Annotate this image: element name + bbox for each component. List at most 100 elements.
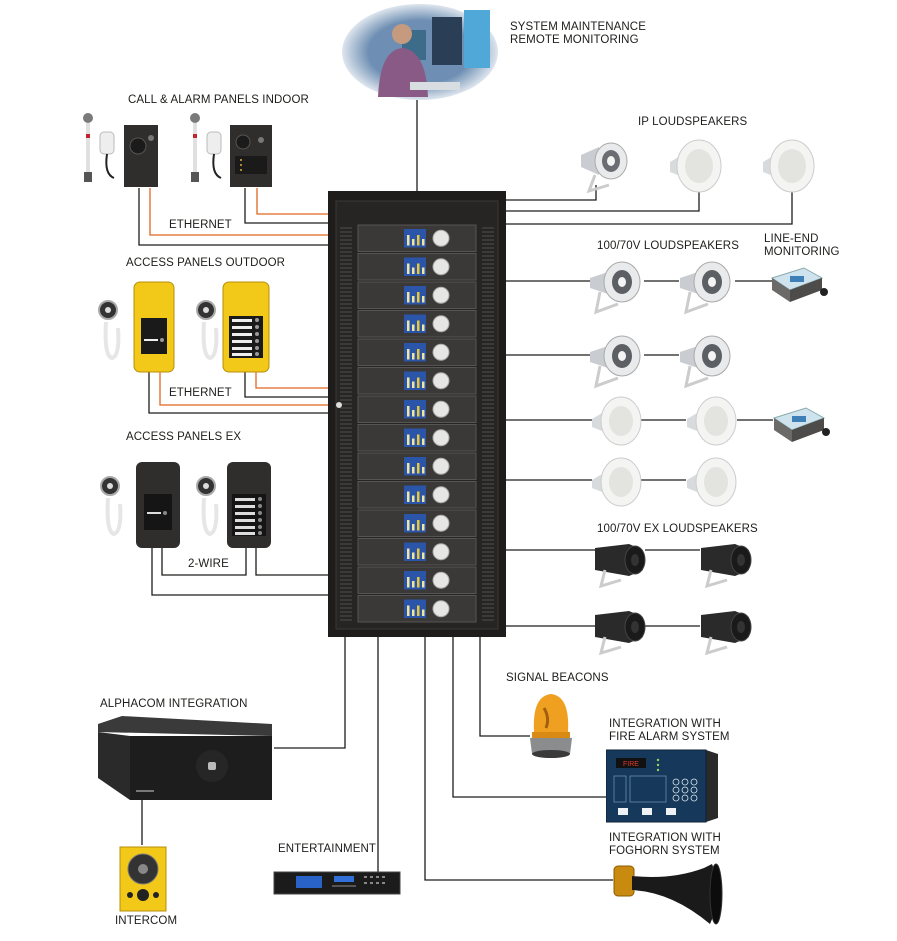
label-entertainment: ENTERTAINMENT	[278, 843, 376, 855]
volume-knob	[432, 229, 450, 247]
maintenance-operator-image	[342, 4, 498, 100]
ip-horn-speaker	[581, 142, 628, 194]
label-100-70-loudspeakers: 100/70V LOUDSPEAKERS	[597, 240, 739, 252]
call-panel-2	[190, 113, 272, 187]
ex-panel-2	[196, 462, 271, 548]
fire-alarm-panel: FIRE	[606, 749, 718, 823]
line-end-monitor-1	[770, 267, 828, 302]
label-ex-loudspeakers: 100/70V EX LOUDSPEAKERS	[597, 523, 758, 535]
label-fire-alarm: INTEGRATION WITH FIRE ALARM SYSTEM	[609, 718, 730, 744]
rack-vent	[482, 227, 494, 621]
volume-knob	[432, 543, 450, 561]
wire-beacon	[479, 636, 530, 737]
label-fire-alarm-line2: FIRE ALARM SYSTEM	[609, 731, 730, 743]
entertainment-player	[273, 871, 401, 895]
wire-ip-speaker-3	[505, 190, 793, 225]
volume-knob	[432, 315, 450, 333]
label-line-end: LINE-END MONITORING	[764, 233, 840, 259]
ex-horn-speaker	[595, 544, 646, 588]
volume-knob	[432, 457, 450, 475]
signal-beacon	[530, 694, 572, 758]
alphacom-server	[98, 716, 272, 800]
label-ethernet-2: ETHERNET	[169, 387, 232, 399]
wire-ex-panel-1	[151, 548, 330, 596]
ethernet-call-panel-1	[149, 188, 330, 236]
fire-panel-display: FIRE	[623, 761, 639, 768]
wire-outdoor-panel-2	[244, 372, 330, 398]
wire-ip-speaker-2	[505, 190, 700, 212]
wire-foghorn	[424, 636, 613, 881]
volume-knob	[432, 286, 450, 304]
rack-amplifier-unit	[357, 224, 477, 252]
rack-amplifier-unit	[357, 424, 477, 452]
label-alphacom: ALPHACOM INTEGRATION	[100, 698, 248, 710]
wire-call-panel-2	[244, 188, 330, 224]
outdoor-panel-1	[98, 281, 175, 373]
intercom-panel	[119, 846, 167, 912]
rack-amplifier-unit	[357, 367, 477, 395]
label-2-wire: 2-WIRE	[188, 558, 229, 570]
volume-knob	[432, 400, 450, 418]
rack-amplifier-unit	[357, 310, 477, 338]
ethernet-outdoor-panel-2	[255, 372, 330, 389]
label-maintenance: SYSTEM MAINTENANCE REMOTE MONITORING	[510, 21, 646, 47]
rack-amplifier-unit	[357, 395, 477, 423]
horn-speaker	[680, 261, 731, 315]
label-foghorn-line2: FOGHORN SYSTEM	[609, 845, 720, 857]
wire-entertainment	[368, 636, 379, 877]
ex-horn-speaker	[595, 611, 646, 655]
rack-cabinet	[328, 191, 506, 637]
horn-speaker	[590, 335, 641, 389]
operator-head	[392, 24, 412, 44]
monitor	[432, 17, 462, 65]
wire-call-panel-1	[138, 188, 330, 246]
ip-ceiling-speaker-1	[670, 139, 722, 193]
rack-amplifier-unit	[357, 509, 477, 537]
rack-amplifier-unit	[357, 281, 477, 309]
rack-vent	[340, 227, 352, 621]
ex-horn-speaker	[701, 611, 752, 655]
label-call-alarm: CALL & ALARM PANELS INDOOR	[128, 94, 309, 106]
wire-alphacom	[274, 636, 346, 749]
rack-amplifier-unit	[357, 338, 477, 366]
rack-amplifier-unit	[357, 481, 477, 509]
label-intercom: INTERCOM	[115, 915, 178, 927]
ip-ceiling-speaker-2	[763, 139, 815, 193]
label-foghorn-line1: INTEGRATION WITH	[609, 832, 721, 844]
ceiling-speaker	[592, 396, 642, 446]
ceiling-speaker	[687, 457, 737, 507]
volume-knob	[432, 258, 450, 276]
wire-fire-alarm	[452, 636, 609, 798]
horn-speaker	[680, 335, 731, 389]
ethernet-call-panel-2	[256, 188, 330, 215]
label-line-end-line1: LINE-END	[764, 233, 819, 245]
rack-amplifier-unit	[357, 566, 477, 594]
rack-amplifier-unit	[357, 538, 477, 566]
ceiling-speaker	[592, 457, 642, 507]
label-maintenance-line2: REMOTE MONITORING	[510, 34, 639, 46]
ethernet-outdoor-panel-1	[159, 372, 330, 406]
volume-knob	[432, 514, 450, 532]
volume-knob	[432, 343, 450, 361]
volume-knob	[432, 571, 450, 589]
foghorn	[613, 863, 723, 925]
call-panel-1	[83, 113, 158, 187]
volume-knob	[432, 429, 450, 447]
label-access-ex: ACCESS PANELS EX	[126, 431, 242, 443]
rack-amplifier-unit	[357, 253, 477, 281]
rack-amplifier-unit	[357, 595, 477, 623]
ex-horn-speaker	[701, 544, 752, 588]
label-access-outdoor: ACCESS PANELS OUTDOOR	[126, 257, 286, 269]
ex-panel-1	[100, 462, 180, 548]
label-ethernet-1: ETHERNET	[169, 219, 232, 231]
line-end-monitor-2	[772, 407, 830, 442]
horn-speaker	[590, 261, 641, 315]
rack-amplifier-unit	[357, 452, 477, 480]
volume-knob	[432, 486, 450, 504]
wire-ex-panel-2	[255, 548, 330, 576]
wire-ex-panel-1b	[161, 548, 247, 576]
label-line-end-line2: MONITORING	[764, 246, 840, 258]
label-maintenance-line1: SYSTEM MAINTENANCE	[510, 21, 646, 33]
rack-door-handle	[336, 402, 342, 408]
